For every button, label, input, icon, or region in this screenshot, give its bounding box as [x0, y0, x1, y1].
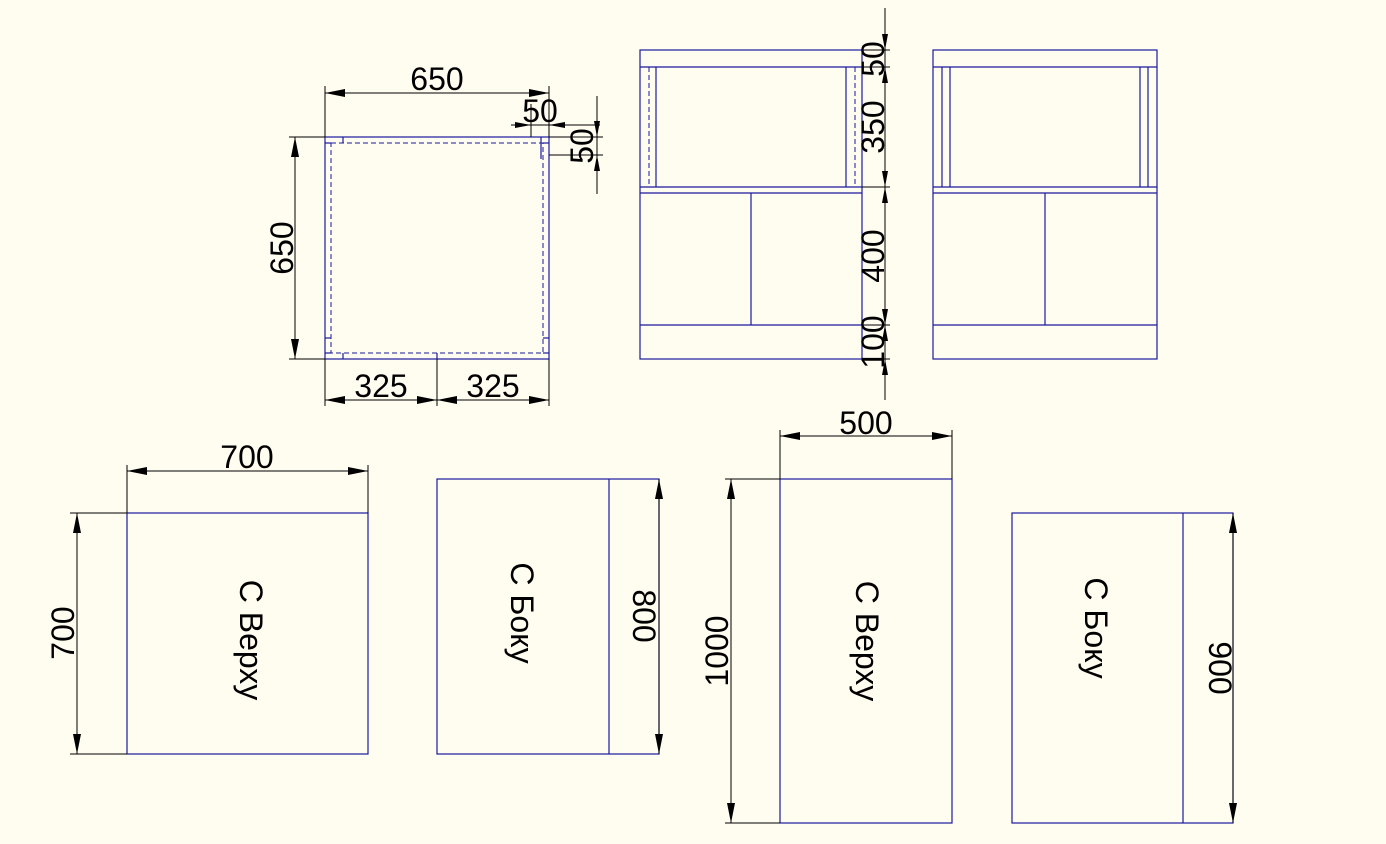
plan-inner-dashed: [330, 142, 544, 354]
dim-front-chain: 50 350 400 100: [855, 8, 891, 400]
dim-plan-width: 650: [324, 61, 550, 137]
panel-top-500-outline: [779, 478, 953, 824]
dim-text-front-plinth: 100: [855, 315, 891, 368]
label-box1: С Верху: [233, 580, 269, 701]
dim-text-front-upper: 350: [855, 100, 891, 153]
plan-view: [324, 136, 550, 360]
front-outline: [639, 49, 863, 360]
dim-plan-halves: 325 325: [324, 359, 550, 406]
dim-text-plan-width: 650: [410, 61, 463, 97]
dim-text-box1-width: 700: [220, 439, 273, 475]
dim-text-box4-height: 900: [1202, 641, 1238, 694]
dim-text-plan-height: 650: [264, 221, 300, 274]
dim-text-box3-height: 1000: [699, 615, 735, 686]
panel-side-800: 800 С Боку: [436, 478, 663, 755]
panel-top-500: 500 1000 С Верху: [699, 405, 953, 824]
plan-outline: [324, 136, 550, 360]
front-view: [639, 49, 863, 360]
side-view: [932, 49, 1158, 360]
panel-side-900-outline: [1011, 512, 1234, 824]
side-outline: [932, 49, 1158, 360]
label-box4: С Боку: [1078, 577, 1114, 678]
dim-text-plan-half-right: 325: [466, 368, 519, 404]
panel-side-800-outline: [436, 478, 660, 755]
label-box2: С Боку: [504, 562, 540, 663]
dim-text-box2-height: 800: [626, 589, 662, 642]
dim-text-box3-width: 500: [839, 405, 892, 441]
panel-top-700: 700 700 С Верху: [45, 439, 369, 755]
dim-text-plan-half-left: 325: [354, 368, 407, 404]
panel-side-900: 900 С Боку: [1011, 512, 1238, 824]
dim-text-front-top: 50: [855, 41, 891, 77]
dim-plan-offset-h: 50: [511, 93, 600, 137]
dim-plan-height: 650: [264, 136, 325, 360]
panel-top-700-outline: [126, 512, 369, 755]
dim-text-plan-offset-v: 50: [564, 128, 600, 164]
dim-plan-offset-v: 50: [549, 96, 603, 194]
dim-text-front-lower: 400: [855, 229, 891, 282]
dim-text-box1-height: 700: [45, 606, 81, 659]
dim-text-plan-offset-h: 50: [522, 93, 558, 129]
label-box3: С Верху: [849, 581, 885, 702]
